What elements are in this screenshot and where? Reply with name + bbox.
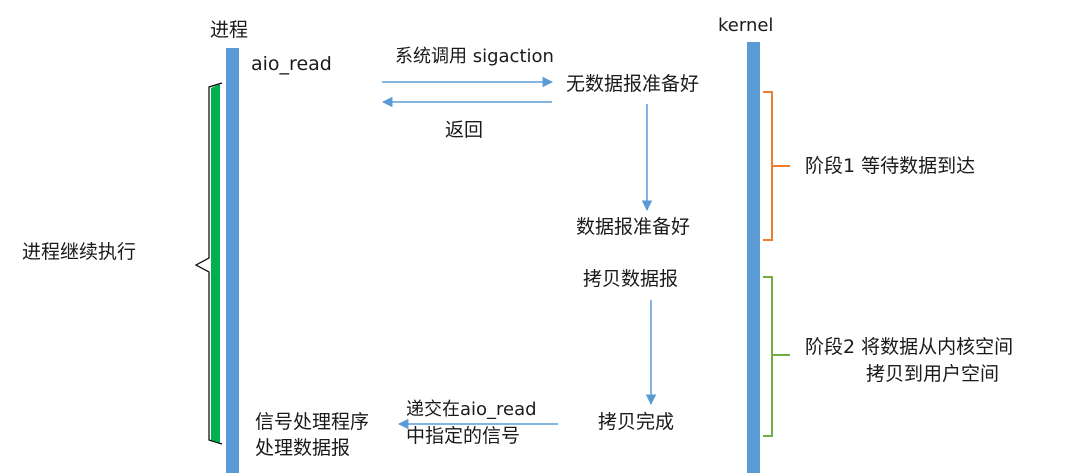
copy-done-label: 拷贝完成 <box>598 411 675 433</box>
phase1-brace <box>763 91 790 241</box>
deliver-label-line1: 递交在aio_read <box>406 399 537 420</box>
phase1-label: 阶段1 等待数据到达 <box>805 155 976 177</box>
phase2-label-line1: 阶段2 将数据从内核空间 <box>805 336 1014 358</box>
no-datagram-label: 无数据报准备好 <box>566 73 700 95</box>
phase2-brace <box>763 276 790 437</box>
process-continue-label: 进程继续执行 <box>22 241 137 263</box>
process-title: 进程 <box>210 19 249 41</box>
process-timeline <box>226 48 239 473</box>
return-label: 返回 <box>445 119 484 141</box>
phase2-label-line2: 拷贝到用户空间 <box>866 363 1000 385</box>
signal-handler-label: 信号处理程序 <box>255 411 370 433</box>
aio-read-label: aio_read <box>251 53 332 75</box>
process-brace <box>194 82 223 445</box>
kernel-timeline <box>747 42 760 473</box>
deliver-label-line2: 中指定的信号 <box>406 425 521 447</box>
process-datagram-label: 处理数据报 <box>255 437 351 459</box>
kernel-title: kernel <box>718 15 774 36</box>
datagram-ready-label: 数据报准备好 <box>576 216 691 238</box>
syscall-label: 系统调用 sigaction <box>395 46 554 67</box>
copy-datagram-label: 拷贝数据报 <box>583 268 679 290</box>
